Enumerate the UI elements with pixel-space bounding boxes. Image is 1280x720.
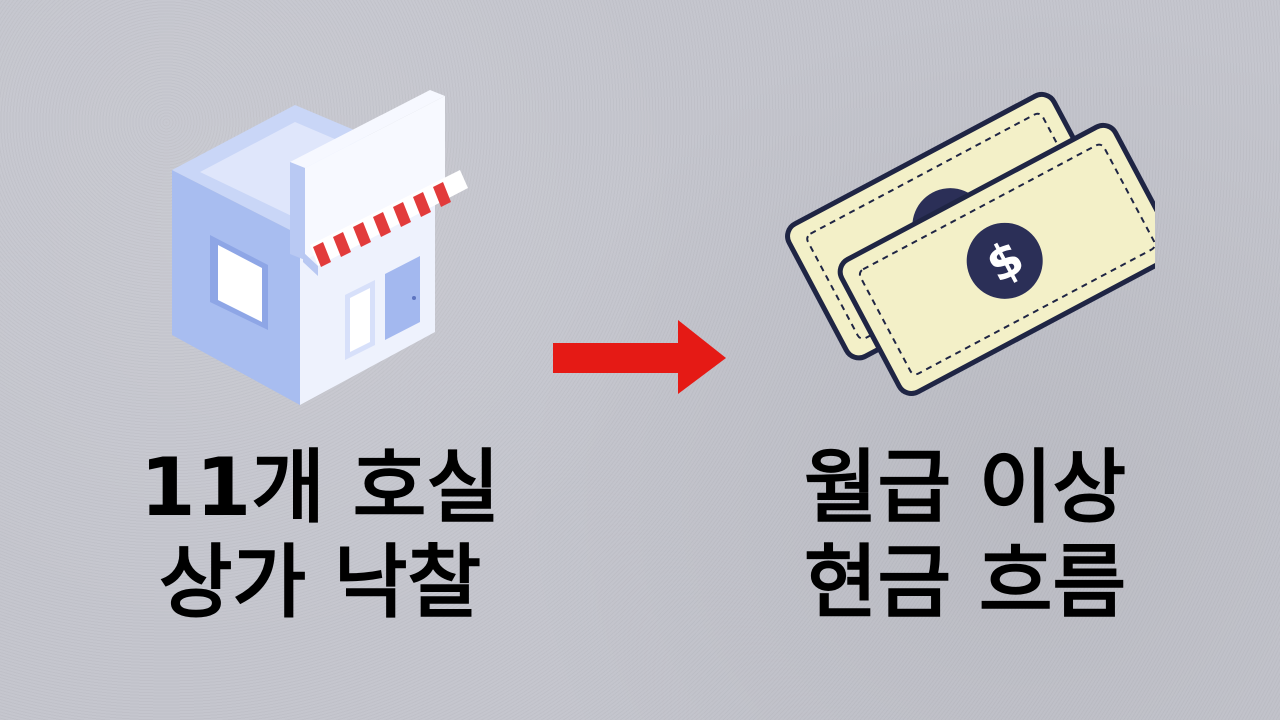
left-caption-line1: 11개 호실	[140, 441, 500, 534]
dollar-bills-icon: $ $	[770, 70, 1177, 405]
right-arrow-icon	[548, 318, 732, 396]
store-building-icon	[160, 70, 480, 410]
right-caption: 월급 이상 현금 흐름	[735, 440, 1195, 630]
right-caption-line2: 현금 흐름	[803, 536, 1127, 629]
right-caption-line1: 월급 이상	[803, 441, 1127, 534]
left-caption-line2: 상가 낙찰	[158, 536, 482, 629]
left-caption: 11개 호실 상가 낙찰	[95, 440, 545, 630]
